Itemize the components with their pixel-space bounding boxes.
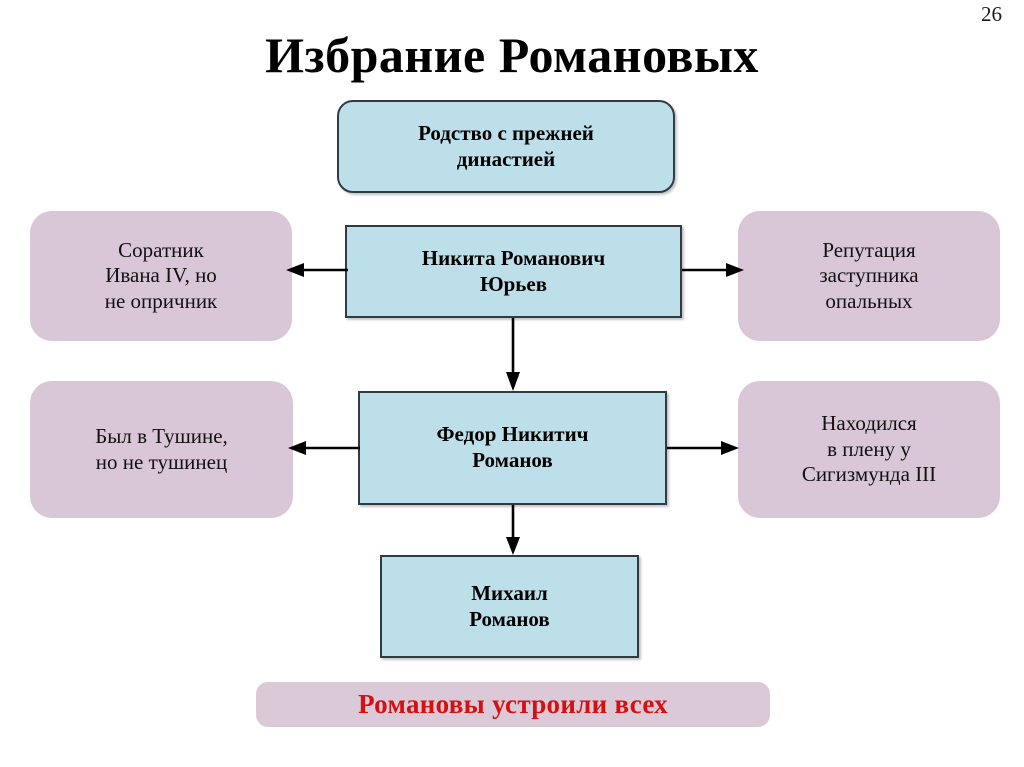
connector-fedor-to-left-arrow [288, 440, 360, 456]
node-fedor-nikitich-romanov: Федор Никитич Романов [358, 391, 667, 505]
node-conclusion-label: Романовы устроили всех [358, 689, 668, 720]
node-fedor-right-trait: Находился в плену у Сигизмунда III [738, 381, 1000, 518]
node-fedor-left-trait: Был в Тушине, но не тушинец [30, 381, 293, 518]
node-nikita-left-trait-label: Соратник Ивана IV, но не опричник [104, 237, 218, 313]
node-mikhail-romanov: Михаил Романов [380, 555, 639, 658]
connector-fedor-to-mikhail-arrow [505, 505, 521, 555]
node-nikita-label: Никита Романович Юрьев [421, 245, 606, 296]
node-kinship-label: Родство с прежней династией [418, 120, 594, 171]
page-title: Избрание Романовых [265, 27, 759, 83]
node-kinship: Родство с прежней династией [337, 100, 675, 193]
node-nikita-romanovich-yuryev: Никита Романович Юрьев [345, 225, 682, 318]
connector-nikita-to-right-arrow [682, 262, 744, 278]
connector-nikita-to-fedor-arrow [505, 318, 521, 391]
node-fedor-label: Федор Никитич Романов [436, 422, 589, 472]
connector-fedor-to-right-arrow [667, 440, 739, 456]
node-nikita-right-trait: Репутация заступника опальных [738, 211, 1000, 341]
node-nikita-left-trait: Соратник Ивана IV, но не опричник [30, 211, 292, 341]
node-fedor-left-trait-label: Был в Тушине, но не тушинец [95, 423, 228, 474]
node-nikita-right-trait-label: Репутация заступника опальных [819, 237, 919, 313]
page-number: 26 [981, 2, 1002, 26]
node-mikhail-label: Михаил Романов [469, 580, 550, 631]
node-fedor-right-trait-label: Находился в плену у Сигизмунда III [801, 411, 937, 487]
connector-nikita-to-left-arrow [286, 262, 348, 278]
node-conclusion-banner: Романовы устроили всех [256, 682, 770, 727]
